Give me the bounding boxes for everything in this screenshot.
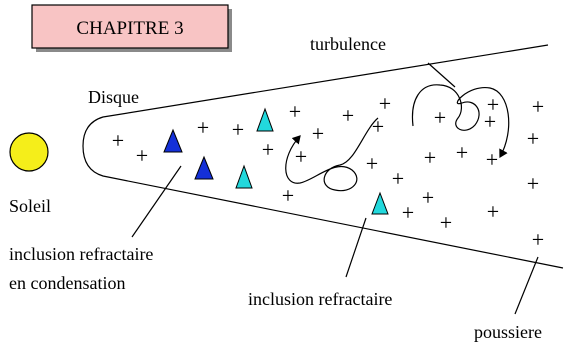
condensing-inclusion-pointer — [131, 165, 182, 238]
dust-particle: + — [312, 121, 324, 146]
dust-particle: + — [440, 210, 452, 235]
inclusion-refractory-triangle — [371, 191, 389, 215]
dust-particle: + — [487, 92, 499, 117]
refractory-inclusion-label: inclusion refractaire — [248, 289, 392, 309]
dust-particle: + — [527, 126, 539, 151]
dust-particle: + — [532, 94, 544, 119]
dust-pointer — [514, 256, 539, 315]
dust-particles: + + + + + + + + + + + + + + + + + + + + … — [112, 91, 544, 252]
turbulence-label: turbulence — [310, 34, 386, 54]
dust-particle: + — [487, 199, 499, 224]
dust-particle: + — [112, 128, 124, 153]
dust-label: poussiere — [474, 322, 542, 342]
dust-particle: + — [484, 109, 496, 134]
dust-particle: + — [486, 147, 498, 172]
dust-particle: + — [392, 166, 404, 191]
disk-label: Disque — [88, 87, 139, 107]
turbulence-pointer — [427, 62, 456, 88]
dust-particle: + — [424, 145, 436, 170]
dust-particle: + — [366, 151, 378, 176]
dust-particle: + — [372, 114, 384, 139]
inclusion-condensing-triangle — [163, 128, 183, 153]
condensing-inclusion-label-line2: en condensation — [9, 273, 125, 293]
inclusion-refractory-triangle — [256, 107, 274, 132]
chapter-title: CHAPITRE 3 — [76, 18, 183, 39]
disk-outline — [82, 44, 564, 269]
condensing-inclusion-label-line1: inclusion refractaire — [9, 244, 153, 264]
dust-particle: + — [532, 227, 544, 252]
inclusion-condensing-triangle — [194, 155, 214, 180]
sun-circle — [9, 132, 49, 172]
dust-particle: + — [342, 103, 354, 128]
dust-particle: + — [295, 144, 307, 169]
dust-particle: + — [402, 200, 414, 225]
turbulence-swirl-right — [411, 84, 510, 159]
dust-particle: + — [136, 143, 148, 168]
dust-particle: + — [262, 137, 274, 162]
dust-particle: + — [422, 185, 434, 210]
dust-particle: + — [434, 105, 446, 130]
inclusion-refractory-triangle — [235, 164, 253, 189]
dust-particle: + — [379, 91, 391, 116]
refractory-inclusion-pointer — [345, 217, 367, 278]
sun-label: Soleil — [9, 196, 51, 216]
dust-particle: + — [289, 99, 301, 124]
dust-particle: + — [197, 115, 209, 140]
dust-particle: + — [456, 140, 468, 165]
dust-particle: + — [282, 183, 294, 208]
chapter-box-rect — [31, 4, 229, 49]
chapter-box: CHAPITRE 3 — [31, 4, 232, 52]
dust-particle: + — [527, 171, 539, 196]
turbulence-swirl-left — [285, 117, 379, 192]
dust-particle: + — [232, 117, 244, 142]
